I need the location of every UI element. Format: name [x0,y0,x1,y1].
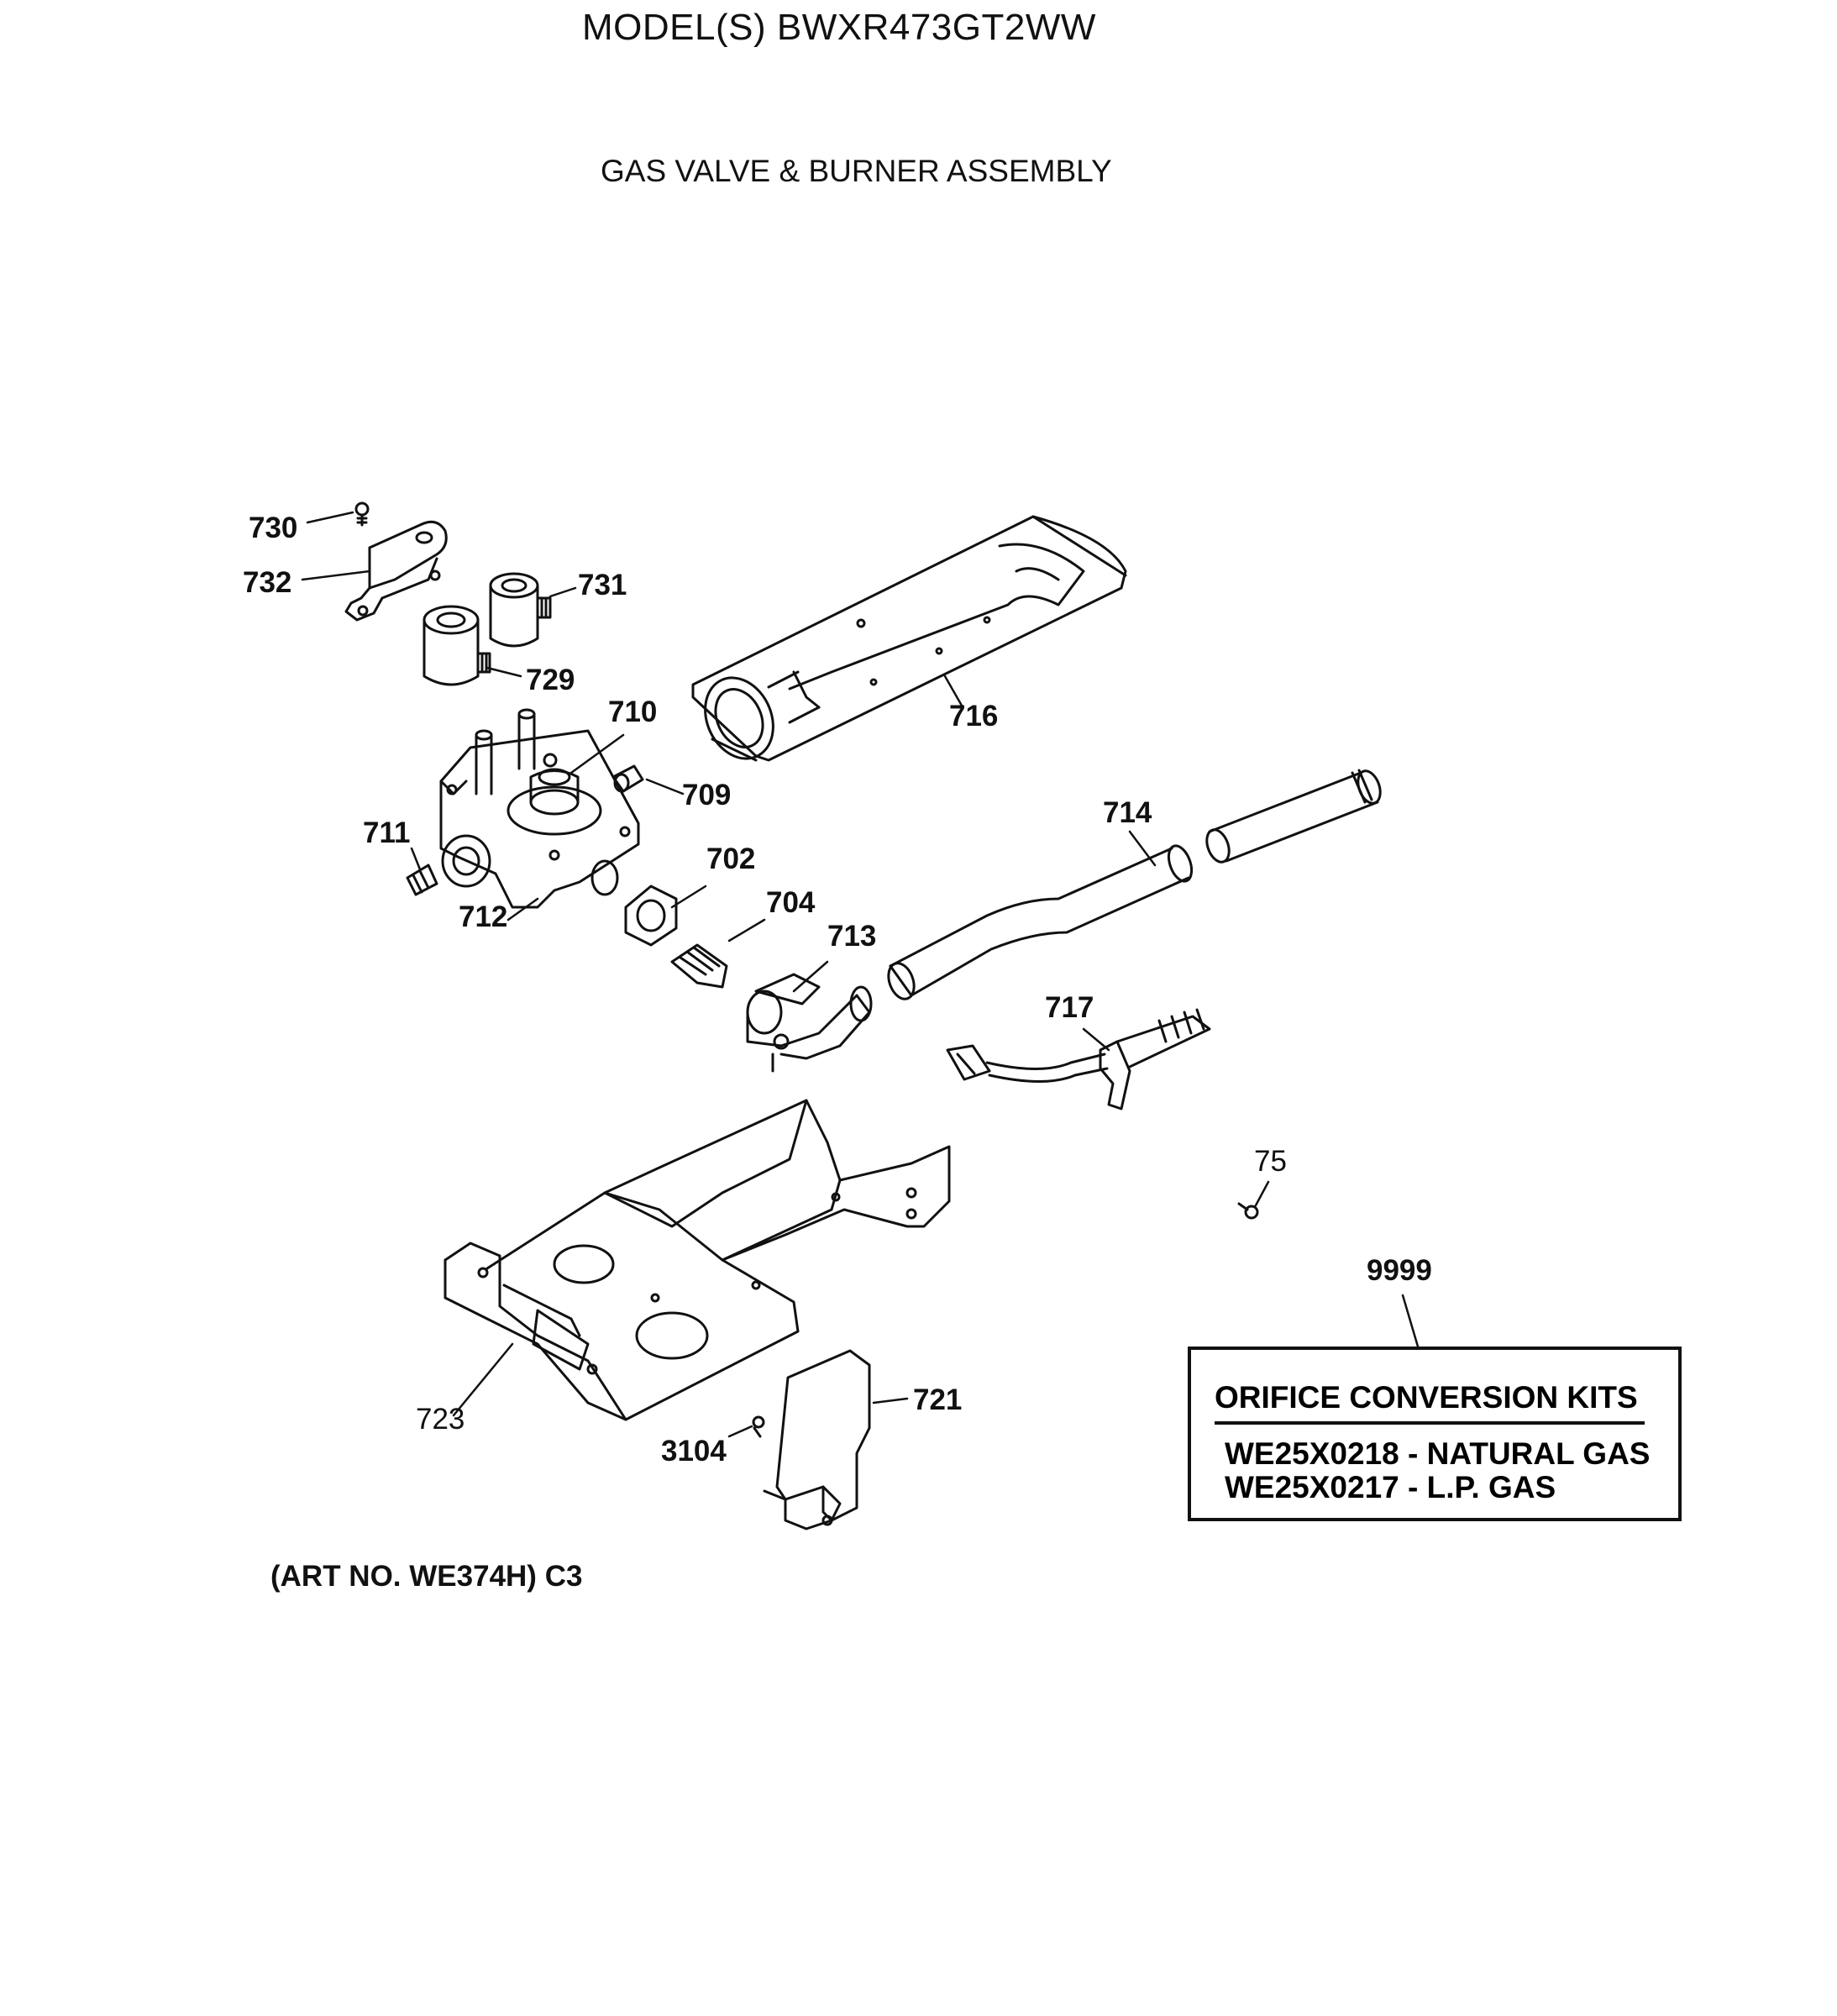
label-723: 723 [416,1403,465,1436]
label-729: 729 [526,664,575,696]
part-714-pipe [884,768,1384,1002]
part-716-burner [692,517,1126,769]
part-75-screw [1239,1204,1257,1218]
kit-title: ORIFICE CONVERSION KITS [1215,1380,1638,1415]
part-713-elbow-valve [748,974,871,1071]
label-704: 704 [766,886,816,919]
art-number: (ART NO. WE374H) C3 [270,1560,583,1593]
part-730-screw [356,503,368,525]
part-723-burner-tray [445,1100,949,1420]
kit-title-underline [1215,1421,1645,1425]
label-730: 730 [249,512,298,544]
page-subtitle: GAS VALVE & BURNER ASSEMBLY [601,154,1112,188]
part-729-coil [424,606,490,685]
part-711-fitting [407,865,437,895]
label-712: 712 [459,900,508,933]
label-711: 711 [363,816,411,849]
label-731: 731 [578,569,627,601]
label-717: 717 [1045,991,1094,1024]
label-709: 709 [682,779,732,811]
part-731-coil [491,574,550,646]
part-717-igniter [947,1010,1210,1109]
part-721-shield [764,1351,869,1529]
label-702: 702 [706,843,756,875]
label-714: 714 [1103,796,1152,829]
part-704-orifice [672,945,727,987]
part-712-gas-valve [441,710,638,907]
kit-lp-gas: WE25X0217 - L.P. GAS [1225,1470,1556,1504]
leader-lines [302,512,1418,1436]
page-title: MODEL(S) BWXR473GT2WW [582,7,1096,48]
label-3104: 3104 [661,1435,727,1467]
part-709-fitting [613,766,643,791]
label-716: 716 [949,700,999,732]
part-732-bracket [346,522,446,620]
label-9999: 9999 [1367,1254,1432,1287]
label-721: 721 [913,1383,963,1416]
label-710: 710 [608,696,658,728]
kit-natural-gas: WE25X0218 - NATURAL GAS [1225,1436,1651,1471]
part-3104-screw [753,1417,764,1436]
label-75: 75 [1254,1145,1287,1178]
label-713: 713 [827,920,877,953]
part-702-nut [626,886,676,945]
label-732: 732 [243,566,292,599]
orifice-kit-box: ORIFICE CONVERSION KITS WE25X0218 - NATU… [1188,1347,1682,1521]
